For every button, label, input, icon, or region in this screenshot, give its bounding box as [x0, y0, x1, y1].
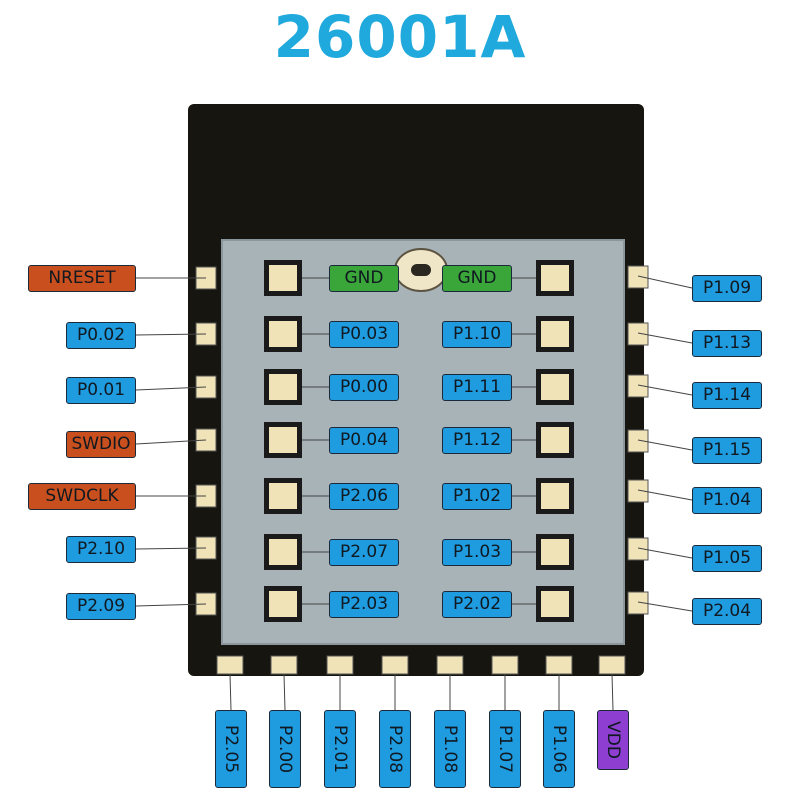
inner-pad-right-copper	[541, 265, 569, 291]
label-inner-right-p1-02: P1.02	[442, 482, 512, 510]
edge-pad-right	[627, 374, 649, 398]
label-right-p1-09: P1.09	[692, 274, 762, 302]
inner-pad-right-copper	[541, 321, 569, 347]
label-inner-right-p1-10: P1.10	[442, 320, 512, 348]
leader-line	[283, 673, 286, 711]
edge-pad-bottom	[436, 655, 464, 675]
label-bottom-text: P2.05	[221, 724, 242, 774]
edge-pad-right	[627, 429, 649, 453]
label-inner-right-gnd: GND	[442, 264, 512, 292]
label-inner-right-p1-03: P1.03	[442, 538, 512, 566]
edge-pad-bottom	[491, 655, 519, 675]
leader-line	[135, 386, 207, 391]
label-left-swdio: SWDIO	[66, 430, 136, 458]
label-bottom-p2-00: P2.00	[269, 710, 301, 788]
leader-line	[611, 673, 614, 711]
label-bottom-p1-08: P1.08	[434, 710, 466, 788]
inner-pad-left-copper	[269, 427, 297, 453]
inner-pad-right-copper	[541, 539, 569, 565]
label-bottom-p1-06: P1.06	[543, 710, 575, 788]
leader-line	[637, 275, 693, 289]
inner-pad-left-copper	[269, 321, 297, 347]
inner-pad-left-copper	[269, 539, 297, 565]
label-bottom-p2-08: P2.08	[379, 710, 411, 788]
pad-group	[195, 260, 649, 675]
leader-line	[135, 333, 207, 336]
edge-pad-right	[627, 591, 649, 615]
leader-line	[637, 601, 693, 612]
edge-pad-right	[627, 322, 649, 346]
edge-pad-bottom	[270, 655, 298, 675]
label-inner-left-p2-07: P2.07	[329, 538, 399, 566]
leader-line	[637, 439, 693, 451]
label-inner-left-p0-04: P0.04	[329, 426, 399, 454]
label-right-p1-05: P1.05	[692, 544, 762, 572]
inner-pad-left-copper	[269, 591, 297, 617]
label-inner-left-p0-03: P0.03	[329, 320, 399, 348]
label-left-p0-02: P0.02	[66, 321, 136, 349]
edge-pad-right	[627, 537, 649, 561]
label-bottom-text: P1.06	[549, 724, 570, 774]
edge-pad-bottom	[545, 655, 573, 675]
edge-pad-bottom	[381, 655, 409, 675]
edge-pad-bottom	[598, 655, 626, 675]
label-bottom-text: P2.01	[330, 724, 351, 774]
label-inner-right-p2-02: P2.02	[442, 590, 512, 618]
leader-line	[637, 332, 693, 344]
label-left-p2-09: P2.09	[66, 592, 136, 620]
label-right-p1-15: P1.15	[692, 436, 762, 464]
edge-pad-bottom	[326, 655, 354, 675]
label-bottom-p1-07: P1.07	[489, 710, 521, 788]
label-inner-right-p1-11: P1.11	[442, 373, 512, 401]
label-inner-left-p0-00: P0.00	[329, 373, 399, 401]
label-bottom-p2-01: P2.01	[324, 710, 356, 788]
label-right-p2-04: P2.04	[692, 597, 762, 625]
leader-line	[135, 603, 207, 607]
label-right-p1-13: P1.13	[692, 329, 762, 357]
label-left-nreset: NRESET	[28, 264, 136, 292]
leader-line	[135, 547, 207, 550]
label-inner-left-gnd: GND	[329, 264, 399, 292]
inner-pad-left-copper	[269, 483, 297, 509]
label-left-p0-01: P0.01	[66, 376, 136, 404]
edge-pad-right	[627, 265, 649, 289]
label-right-p1-04: P1.04	[692, 486, 762, 514]
label-bottom-text: P1.08	[440, 724, 461, 774]
inner-pad-right-copper	[541, 374, 569, 400]
label-bottom-p2-05: P2.05	[215, 710, 247, 788]
leader-line	[637, 489, 693, 501]
label-inner-right-p1-12: P1.12	[442, 426, 512, 454]
label-bottom-vdd: VDD	[597, 710, 629, 770]
leader-lines	[135, 275, 693, 711]
inner-pad-left-copper	[269, 374, 297, 400]
leader-line	[135, 439, 207, 445]
label-bottom-text: P2.00	[275, 724, 296, 774]
module-title: 26001A	[273, 3, 527, 71]
label-inner-left-p2-06: P2.06	[329, 482, 399, 510]
leader-line	[637, 384, 693, 396]
label-left-swdclk: SWDCLK	[28, 482, 136, 510]
inner-pad-right-copper	[541, 483, 569, 509]
label-bottom-text: P1.07	[495, 724, 516, 774]
leader-line	[229, 673, 232, 711]
label-inner-left-p2-03: P2.03	[329, 590, 399, 618]
center-hole-slot	[411, 264, 431, 276]
label-left-p2-10: P2.10	[66, 535, 136, 563]
module-board	[188, 104, 644, 676]
label-bottom-text: VDD	[603, 721, 623, 759]
label-right-p1-14: P1.14	[692, 381, 762, 409]
edge-pad-right	[627, 479, 649, 503]
edge-pad-bottom	[216, 655, 244, 675]
inner-pad-left-copper	[269, 265, 297, 291]
label-bottom-text: P2.08	[385, 724, 406, 774]
inner-pad-right-copper	[541, 427, 569, 453]
inner-pad-right-copper	[541, 591, 569, 617]
leader-line	[637, 547, 693, 559]
